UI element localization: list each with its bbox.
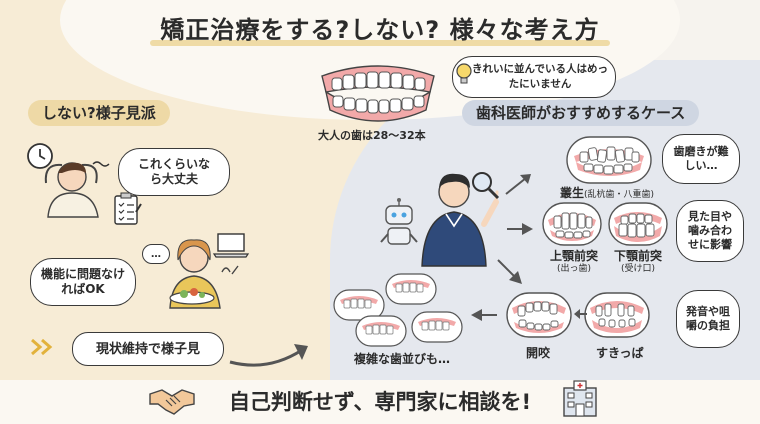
page-title: 矯正治療をする?しない? 様々な考え方 (160, 16, 600, 44)
arrow-left-icon (471, 309, 497, 321)
case-open-bite-label: 開咬 (526, 346, 551, 360)
dentist-illustration (421, 173, 499, 267)
note-brushing-hard-text: 歯磨きが難しい… (673, 145, 729, 172)
gap-teeth-illustration (584, 292, 650, 338)
note-speech-chewing: 発音や咀嚼の負担 (676, 290, 740, 348)
case-upper-protrusion-sub: (出っ歯) (556, 264, 592, 274)
curved-arrow-right-icon (229, 344, 308, 367)
lower-protrusion-teeth-illustration (608, 202, 668, 246)
case-crowding-name: 叢生 (560, 186, 585, 200)
note-appearance-bite: 見た目や噛み合わせに影響 (676, 200, 744, 262)
case-lower-protrusion-name: 下顎前突 (613, 249, 662, 263)
adult-teeth-illustration (321, 65, 435, 122)
title-underline (150, 40, 610, 46)
case-gap-teeth-label: すきっぱ (596, 346, 644, 360)
arrow-down-right-icon (497, 259, 522, 284)
clinic-building-icon (563, 380, 597, 417)
speech-bubble-function-text: 機能に問題なければOK (41, 267, 126, 296)
dentist-recommend-heading: 歯科医師がおすすめするケース (462, 100, 700, 126)
idea-bubble: きれいに並んでいる人はめったにいません (452, 56, 616, 98)
think-bubble-dots: … (151, 248, 161, 260)
robot-icon (380, 198, 418, 245)
magnifier-icon (472, 172, 500, 200)
think-bubble: … (142, 244, 170, 264)
footer-bar (0, 380, 760, 424)
eating-woman-illustration (169, 239, 239, 309)
speech-bubble-status-quo-text: 現状維持で様子見 (95, 341, 200, 357)
handshake-icon (149, 389, 195, 415)
speech-bubble-function: 機能に問題なければOK (30, 258, 136, 306)
arrow-up-right-icon (505, 174, 531, 195)
case-crowding-label: 叢生(乱杭歯・八重歯) (560, 184, 654, 201)
wait-and-see-heading: しない?様子見派 (28, 100, 170, 126)
case-lower-protrusion-label: 下顎前突 (受け口) (606, 250, 670, 276)
relaxed-man-illustration (44, 162, 99, 218)
idea-bubble-text: きれいに並んでいる人はめったにいません (472, 63, 608, 90)
speech-bubble-status-quo: 現状維持で様子見 (72, 332, 224, 366)
case-crowding-sub: (乱杭歯・八重歯) (584, 190, 655, 200)
speech-bubble-ok: これくらいなら大丈夫 (118, 148, 230, 196)
case-upper-protrusion-label: 上顎前突 (出っ歯) (542, 250, 606, 276)
clipboard-icon (114, 192, 142, 225)
speech-bubble-ok-text: これくらいなら大丈夫 (137, 157, 210, 186)
upper-protrusion-teeth-illustration (542, 202, 602, 246)
note-speech-chewing-text: 発音や咀嚼の負担 (686, 305, 730, 332)
wavy-line-icon (92, 161, 110, 167)
case-upper-protrusion-name: 上顎前突 (549, 249, 598, 263)
footer-message: 自己判断せず、専門家に相談を! (228, 390, 532, 414)
clock-icon (27, 143, 53, 169)
open-bite-teeth-illustration (506, 292, 572, 338)
arrow-right-icon (507, 223, 533, 235)
laptop-icon (212, 233, 250, 258)
lightbulb-icon (456, 63, 472, 84)
note-brushing-hard: 歯磨きが難しい… (662, 134, 740, 184)
arrow-left-icon-2 (574, 309, 587, 319)
double-chevron-right-icon (31, 338, 53, 356)
case-complex-label: 複雑な歯並びも… (354, 352, 451, 366)
case-lower-protrusion-sub: (受け口) (620, 264, 656, 274)
complex-teeth-cluster-illustration (333, 273, 463, 347)
crowded-teeth-illustration (566, 136, 652, 184)
note-appearance-bite-text: 見た目や噛み合わせに影響 (688, 210, 732, 251)
teeth-caption: 大人の歯は28〜32本 (318, 129, 426, 142)
